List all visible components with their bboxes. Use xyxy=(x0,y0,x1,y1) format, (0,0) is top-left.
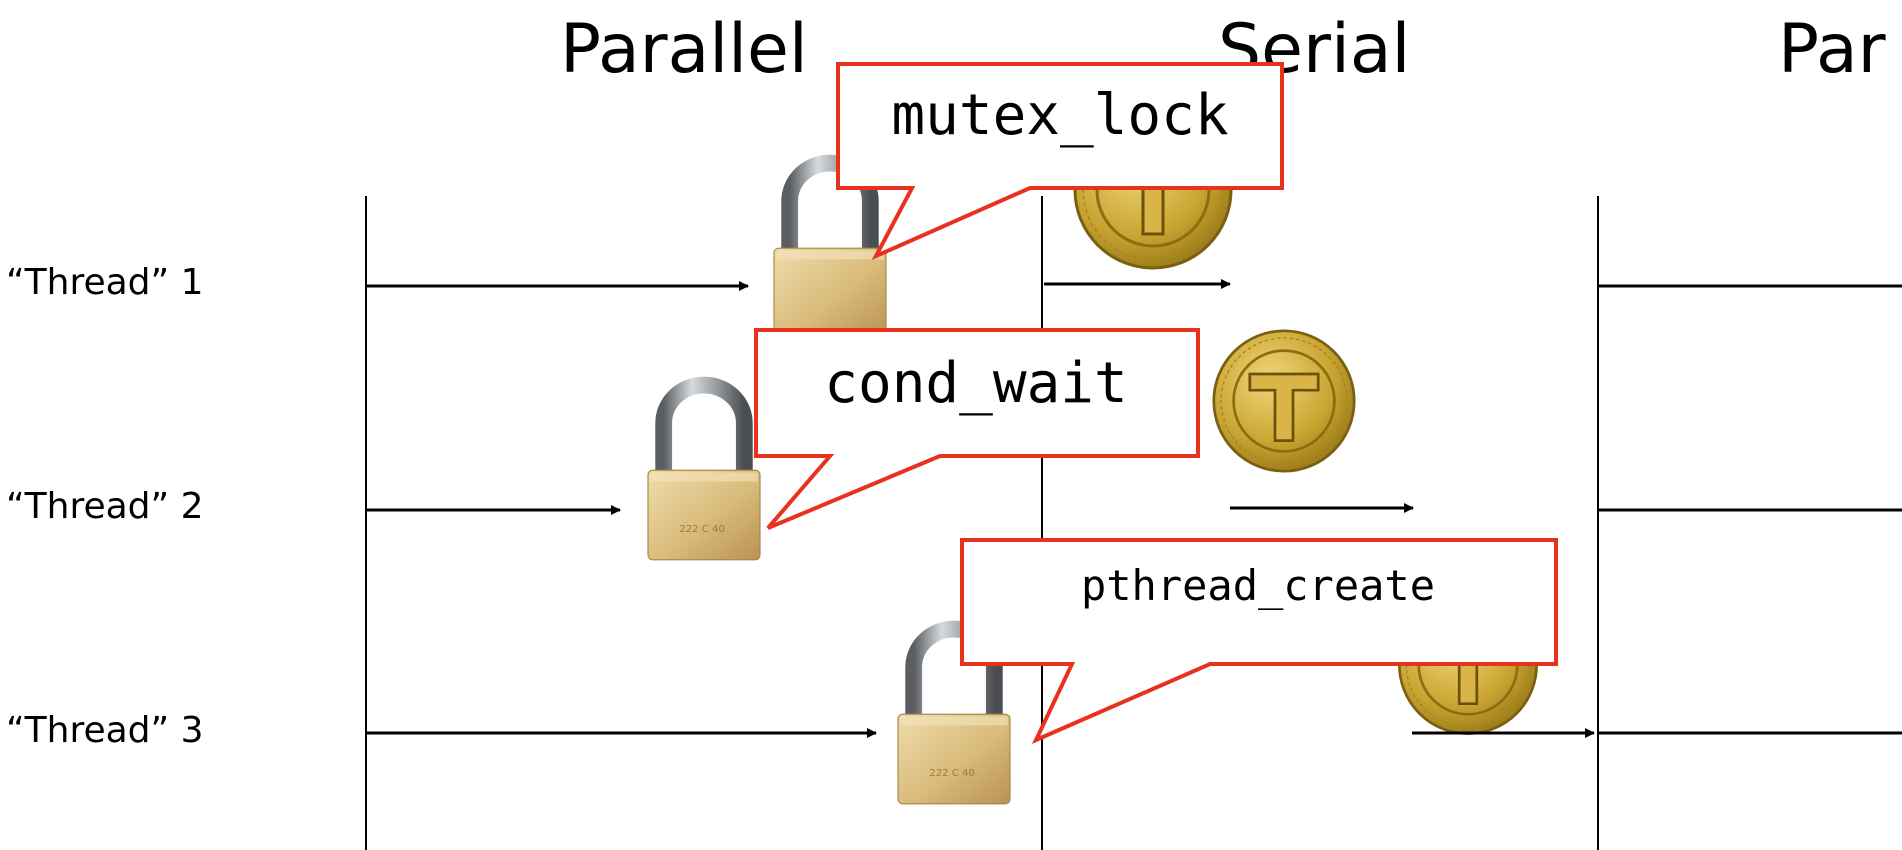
thread-label-2: “Thread” 2 xyxy=(6,486,204,527)
callout-label: mutex_lock xyxy=(891,83,1228,148)
padlock-engraving: 222 C 40 xyxy=(929,768,975,779)
padlock-icon: 222 C 40 xyxy=(898,629,1010,804)
phase-title-parallel: Parallel xyxy=(560,10,808,89)
callout-cond-wait: cond_wait xyxy=(754,328,1200,530)
callout-label: cond_wait xyxy=(824,351,1127,416)
callout-pthread-create: pthread_create xyxy=(960,538,1558,744)
token-coin-icon xyxy=(1212,329,1356,473)
callout-label: pthread_create xyxy=(1081,561,1435,610)
thread-label-1: “Thread” 1 xyxy=(6,262,204,303)
thread-label-3: “Thread” 3 xyxy=(6,710,204,751)
phase-title-parallel-right: Par xyxy=(1778,10,1886,89)
padlock-icon: 222 C 40 xyxy=(648,385,760,560)
padlock-engraving: 222 C 40 xyxy=(679,524,725,535)
callout-mutex-lock: mutex_lock xyxy=(836,62,1284,261)
